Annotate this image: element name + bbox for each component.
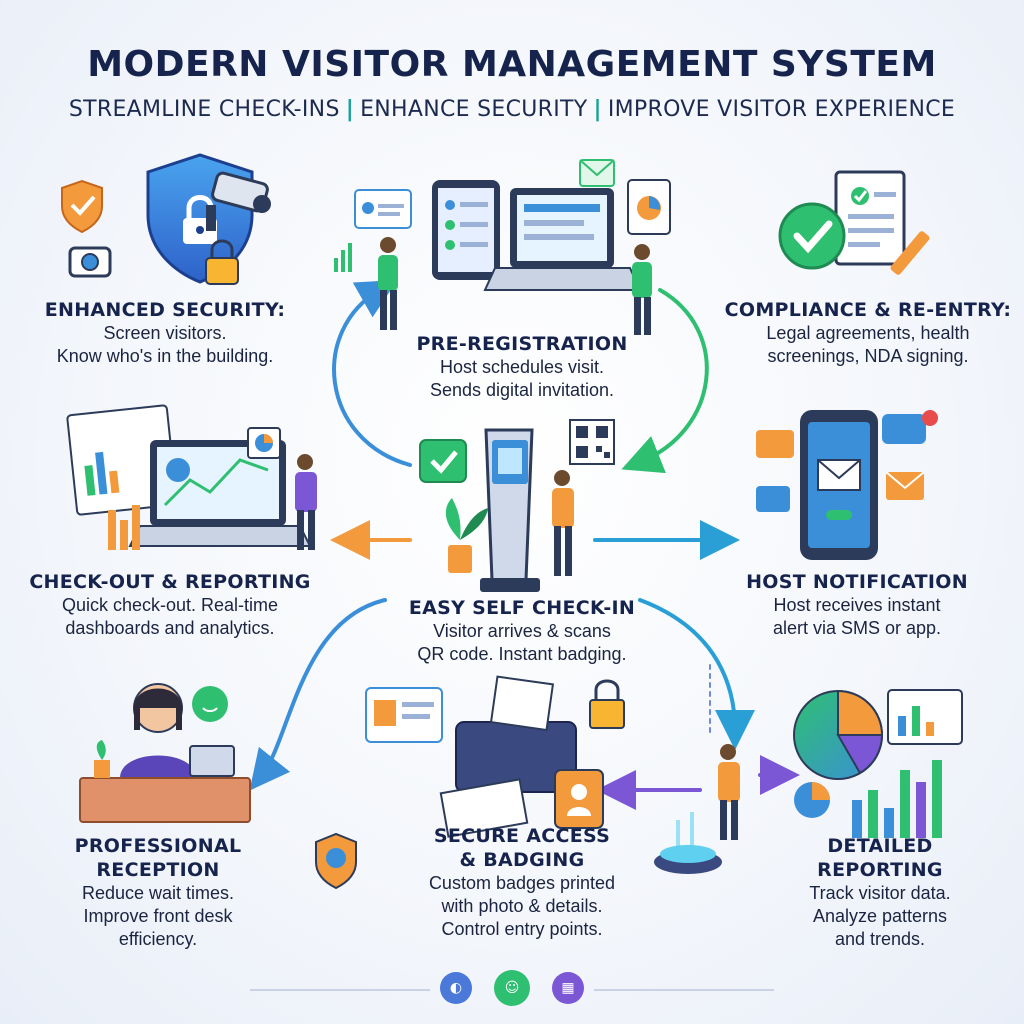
- node-desc-line: efficiency.: [118, 929, 198, 949]
- subtitle-separator: |: [593, 97, 602, 122]
- reception-illustration: [79, 683, 251, 823]
- kiosk-illustration: [419, 419, 615, 592]
- subtitle-part-1: STREAMLINE CHECK-INS: [68, 97, 340, 122]
- node-desc-line: Legal agreements, health: [766, 323, 970, 343]
- node-compliance: COMPLIANCE & RE-ENTRY: Legal agreements,…: [718, 298, 1018, 368]
- node-desc-line: dashboards and analytics.: [65, 618, 275, 638]
- node-easy-self-check-in: EASY SELF CHECK-IN Visitor arrives & sca…: [387, 596, 657, 666]
- arc-checkin-to-prereg: [332, 280, 412, 467]
- node-title-line: & BADGING: [459, 849, 585, 871]
- node-title: ENHANCED SECURITY:: [44, 299, 286, 321]
- subtitle-part-2: ENHANCE SECURITY: [360, 97, 588, 122]
- node-title-line: DETAILED: [827, 835, 933, 857]
- node-desc-line: QR code. Instant badging.: [417, 644, 627, 664]
- node-secure-access-badging: SECURE ACCESS & BADGING Custom badges pr…: [392, 824, 652, 941]
- compliance-illustration: [778, 170, 930, 275]
- preregistration-illustration: [334, 159, 671, 335]
- node-desc-line: screenings, NDA signing.: [767, 346, 969, 366]
- page-title: MODERN VISITOR MANAGEMENT SYSTEM: [87, 44, 937, 85]
- node-desc-line: Control entry points.: [441, 919, 603, 939]
- node-desc-line: Host receives instant: [773, 595, 941, 615]
- node-desc-line: Know who's in the building.: [56, 346, 274, 366]
- subtitle-part-3: IMPROVE VISITOR EXPERIENCE: [607, 97, 956, 122]
- node-title: PRE-REGISTRATION: [416, 333, 628, 355]
- notification-illustration: [756, 410, 938, 560]
- node-desc-line: Sends digital invitation.: [429, 380, 615, 400]
- node-title: COMPLIANCE & RE-ENTRY:: [724, 299, 1012, 321]
- reporting-illustration: [654, 689, 963, 874]
- node-desc-line: Reduce wait times.: [81, 883, 235, 903]
- node-host-notification: HOST NOTIFICATION Host receives instant …: [712, 570, 1002, 640]
- badging-illustration: [315, 675, 625, 890]
- node-desc-line: Improve front desk: [83, 906, 233, 926]
- node-title-line: REPORTING: [817, 859, 943, 881]
- node-title-line: SECURE ACCESS: [433, 825, 611, 847]
- node-enhanced-security: ENHANCED SECURITY: Screen visitors. Know…: [20, 298, 310, 368]
- node-desc-line: Visitor arrives & scans: [433, 621, 611, 641]
- node-desc-line: Track visitor data.: [809, 883, 951, 903]
- page-subtitle: STREAMLINE CHECK-INS|ENHANCE SECURITY|IM…: [0, 97, 1024, 122]
- node-desc-line: Analyze patterns: [812, 906, 948, 926]
- node-check-out-reporting: CHECK-OUT & REPORTING Quick check-out. R…: [20, 570, 320, 640]
- node-desc-line: Quick check-out. Real-time: [61, 595, 279, 615]
- node-desc-line: with photo & details.: [441, 896, 603, 916]
- node-title: HOST NOTIFICATION: [746, 571, 968, 593]
- subtitle-separator: |: [345, 97, 355, 122]
- user-check-icon: ☺: [494, 970, 530, 1006]
- node-detailed-reporting: DETAILED REPORTING Track visitor data. A…: [770, 834, 990, 951]
- node-desc-line: Screen visitors.: [103, 323, 227, 343]
- node-title-line: RECEPTION: [96, 859, 220, 881]
- node-title: EASY SELF CHECK-IN: [408, 597, 636, 619]
- node-desc-line: Host schedules visit.: [439, 357, 605, 377]
- node-desc-line: Custom badges printed: [428, 873, 616, 893]
- arc-prereg-to-checkin: [621, 288, 709, 474]
- accessibility-icon: ◐: [440, 972, 472, 1004]
- flow-arrows: [249, 280, 800, 810]
- arc-to-reporting: [638, 598, 755, 750]
- grid-icon: ▦: [552, 972, 584, 1004]
- arc-to-reception: [249, 598, 387, 791]
- node-pre-registration: PRE-REGISTRATION Host schedules visit. S…: [382, 332, 662, 402]
- node-title-line: PROFESSIONAL: [74, 835, 242, 857]
- node-desc-line: alert via SMS or app.: [772, 618, 942, 638]
- node-professional-reception: PROFESSIONAL RECEPTION Reduce wait times…: [40, 834, 276, 951]
- node-desc-line: and trends.: [834, 929, 926, 949]
- node-title: CHECK-OUT & REPORTING: [29, 571, 311, 593]
- checkout-illustration: [66, 404, 317, 550]
- security-illustration: [61, 153, 271, 285]
